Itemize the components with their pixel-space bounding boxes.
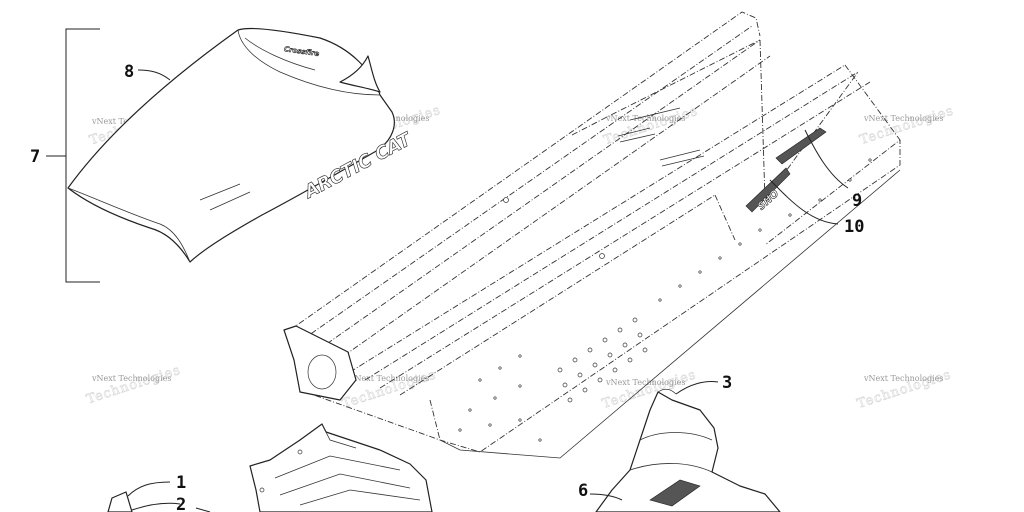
watermark-shadow: Technologies <box>602 104 700 149</box>
rear-flap-part <box>249 423 433 512</box>
callout-1: 1 <box>176 473 186 493</box>
bracket-seat-assembly <box>46 28 100 283</box>
callout-6: 6 <box>578 481 588 501</box>
watermark: vNext Technologies <box>863 374 943 383</box>
small-part <box>107 481 211 512</box>
seat-part: Crossfire ARCTIC CAT <box>67 27 416 263</box>
side-panel-decal <box>649 479 701 507</box>
rear-flap-body <box>249 423 433 512</box>
tunnel-rear-hole <box>307 354 337 390</box>
tunnel-holes <box>458 158 872 442</box>
small-part-body <box>107 491 133 512</box>
callout-10: 10 <box>844 217 864 237</box>
tunnel-decal-plate <box>745 167 791 213</box>
callout-7: 7 <box>30 147 40 167</box>
callout-labels: 7 8 9 10 3 6 1 2 <box>30 62 864 512</box>
side-panel-body <box>595 391 781 512</box>
callout-3: 3 <box>722 373 732 393</box>
tunnel-part: SNO <box>283 11 901 459</box>
tunnel-decal-plate-2 <box>775 127 827 165</box>
watermark: vNext Technologies <box>91 374 171 383</box>
callout-8: 8 <box>124 62 134 82</box>
watermark-shadow: Technologies <box>85 363 183 408</box>
side-panel-part <box>589 381 781 512</box>
seat-body <box>67 27 395 263</box>
watermark: vNext Technologies <box>605 378 685 387</box>
callout-9: 9 <box>852 191 862 211</box>
seat-handle <box>339 55 381 93</box>
watermark: vNext Technologies <box>349 374 429 383</box>
callout-2: 2 <box>176 495 186 512</box>
watermark: vNext Technologies <box>605 114 685 123</box>
tunnel-slots <box>617 107 705 167</box>
watermark-shadow: Technologies <box>858 103 956 148</box>
tunnel-decal: SNO <box>756 188 782 213</box>
watermark: vNext Technologies <box>863 114 943 123</box>
